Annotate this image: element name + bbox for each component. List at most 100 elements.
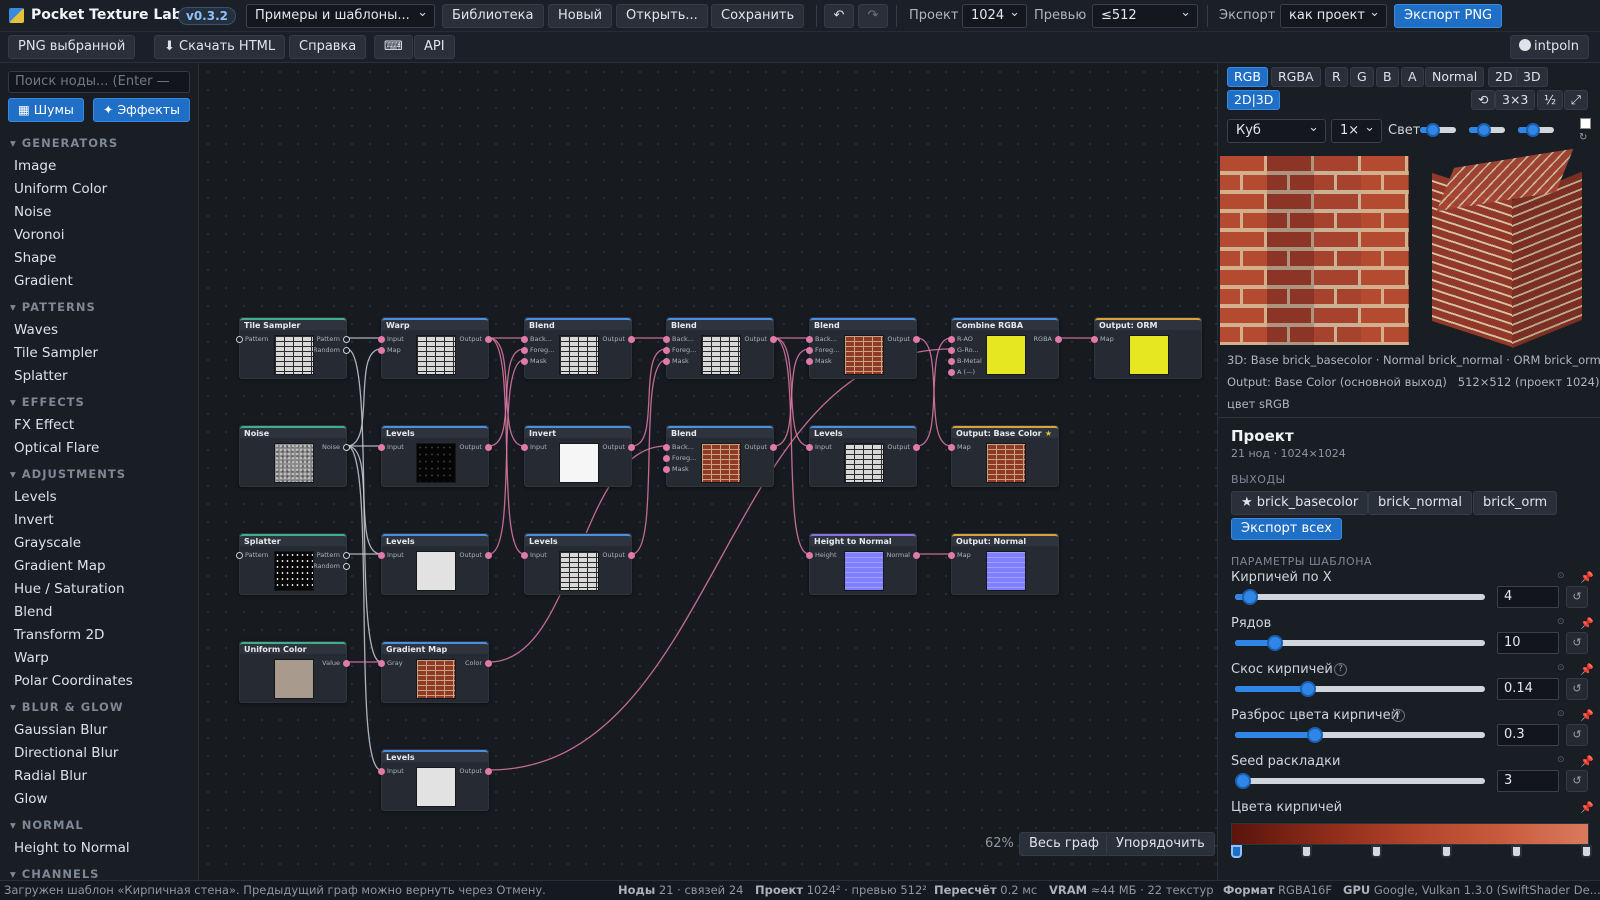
node-type-voronoi[interactable]: Voronoi bbox=[14, 227, 65, 243]
output-port[interactable] bbox=[913, 444, 920, 451]
preview-2d-texture[interactable] bbox=[1220, 156, 1409, 345]
examples-select[interactable]: Примеры и шаблоны... bbox=[246, 2, 435, 28]
input-port[interactable] bbox=[948, 444, 955, 451]
output-port[interactable] bbox=[628, 336, 635, 343]
input-port[interactable] bbox=[948, 358, 955, 365]
node-type-gradient[interactable]: Gradient bbox=[14, 273, 73, 289]
node-type-glow[interactable]: Glow bbox=[14, 791, 48, 807]
undo-button[interactable]: ↶ bbox=[824, 4, 854, 28]
pin-icon[interactable]: 📌 bbox=[1580, 709, 1594, 722]
output-port[interactable] bbox=[343, 552, 350, 559]
input-port[interactable] bbox=[378, 444, 385, 451]
input-port[interactable] bbox=[948, 552, 955, 559]
output-port[interactable] bbox=[770, 336, 777, 343]
redo-button[interactable]: ↷ bbox=[858, 4, 888, 28]
preview-scale-select[interactable]: 1× bbox=[1331, 117, 1382, 143]
output-port[interactable] bbox=[770, 444, 777, 451]
input-port[interactable] bbox=[1091, 336, 1098, 343]
node-type-blend[interactable]: Blend bbox=[14, 604, 53, 620]
param-value-input[interactable]: 10 bbox=[1497, 632, 1559, 654]
input-port[interactable] bbox=[521, 347, 528, 354]
pin-icon[interactable]: 📌 bbox=[1580, 755, 1594, 768]
category-generators[interactable]: ▾ GENERATORS bbox=[10, 136, 119, 150]
param-value-input[interactable]: 3 bbox=[1497, 770, 1559, 792]
input-port[interactable] bbox=[378, 347, 385, 354]
node-type-radial-blur[interactable]: Radial Blur bbox=[14, 768, 88, 784]
node-out-base[interactable]: Output: Base Color★Map bbox=[948, 425, 1059, 487]
output-brick-normal[interactable]: brick_normal bbox=[1368, 491, 1472, 515]
link-icon[interactable]: ⊙ bbox=[1557, 755, 1565, 765]
param-value-input[interactable]: 4 bbox=[1497, 586, 1559, 608]
input-port[interactable] bbox=[806, 444, 813, 451]
output-port[interactable] bbox=[343, 444, 350, 451]
input-port[interactable] bbox=[663, 347, 670, 354]
node-type-polar-coordinates[interactable]: Polar Coordinates bbox=[14, 673, 133, 689]
output-brick-basecolor[interactable]: ★ brick_basecolor bbox=[1231, 491, 1369, 515]
param-slider[interactable] bbox=[1235, 635, 1485, 651]
input-port[interactable] bbox=[806, 336, 813, 343]
category-normal[interactable]: ▾ NORMAL bbox=[10, 818, 84, 832]
tile-3x3-button[interactable]: 3×3 bbox=[1495, 90, 1536, 110]
input-port[interactable] bbox=[806, 358, 813, 365]
link-icon[interactable]: ⊙ bbox=[1557, 709, 1565, 719]
output-port[interactable] bbox=[628, 552, 635, 559]
gradient-stop-handle[interactable] bbox=[1301, 845, 1312, 858]
output-port[interactable] bbox=[913, 336, 920, 343]
reset-param-button[interactable]: ↺ bbox=[1566, 678, 1588, 700]
input-port[interactable] bbox=[663, 336, 670, 343]
channel-rgba[interactable]: RGBA bbox=[1271, 67, 1321, 87]
channel-a[interactable]: A bbox=[1401, 67, 1424, 87]
output-port[interactable] bbox=[1055, 336, 1062, 343]
pin-icon[interactable]: 📌 bbox=[1580, 801, 1594, 814]
save-button[interactable]: Сохранить bbox=[711, 4, 805, 28]
light-color-swatch[interactable] bbox=[1580, 118, 1591, 129]
arrange-button[interactable]: Упорядочить bbox=[1106, 832, 1215, 856]
output-port[interactable] bbox=[628, 444, 635, 451]
gradient-stop-handle[interactable] bbox=[1371, 845, 1382, 858]
export-size-select[interactable]: как проект bbox=[1280, 2, 1387, 28]
node-type-grayscale[interactable]: Grayscale bbox=[14, 535, 82, 551]
input-port[interactable] bbox=[663, 358, 670, 365]
api-button[interactable]: API bbox=[414, 35, 455, 59]
github-button[interactable]: intpoln bbox=[1510, 35, 1590, 59]
node-type-invert[interactable]: Invert bbox=[14, 512, 54, 528]
category-channels[interactable]: ▾ CHANNELS bbox=[10, 867, 100, 880]
channel-r[interactable]: R bbox=[1325, 67, 1348, 87]
category-adjustments[interactable]: ▾ ADJUSTMENTS bbox=[10, 467, 127, 481]
output-port[interactable] bbox=[343, 660, 350, 667]
input-port[interactable] bbox=[948, 369, 955, 376]
channel-rgb[interactable]: RGB bbox=[1227, 67, 1268, 87]
reset-param-button[interactable]: ↺ bbox=[1566, 724, 1588, 746]
reset-param-button[interactable]: ↺ bbox=[1566, 770, 1588, 792]
new-button[interactable]: Новый bbox=[548, 4, 613, 28]
input-port[interactable] bbox=[948, 336, 955, 343]
pin-icon[interactable]: 📌 bbox=[1580, 617, 1594, 630]
param-value-input[interactable]: 0.3 bbox=[1497, 724, 1559, 746]
view-split[interactable]: 2D|3D bbox=[1227, 90, 1281, 110]
tab-effects[interactable]: ✦ Эффекты bbox=[93, 98, 190, 122]
preview-size-select[interactable]: ≤512 bbox=[1092, 2, 1198, 28]
node-type-warp[interactable]: Warp bbox=[14, 650, 49, 666]
input-port[interactable] bbox=[948, 347, 955, 354]
node-type-optical-flare[interactable]: Optical Flare bbox=[14, 440, 100, 456]
keyboard-shortcuts-button[interactable]: ⌨ bbox=[374, 35, 413, 59]
pin-icon[interactable]: 📌 bbox=[1580, 571, 1594, 584]
param-slider[interactable] bbox=[1235, 681, 1485, 697]
gradient-stop-handle[interactable] bbox=[1441, 845, 1452, 858]
node-type-noise[interactable]: Noise bbox=[14, 204, 52, 220]
output-port[interactable] bbox=[343, 347, 350, 354]
gradient-stop-handle[interactable] bbox=[1231, 845, 1242, 858]
